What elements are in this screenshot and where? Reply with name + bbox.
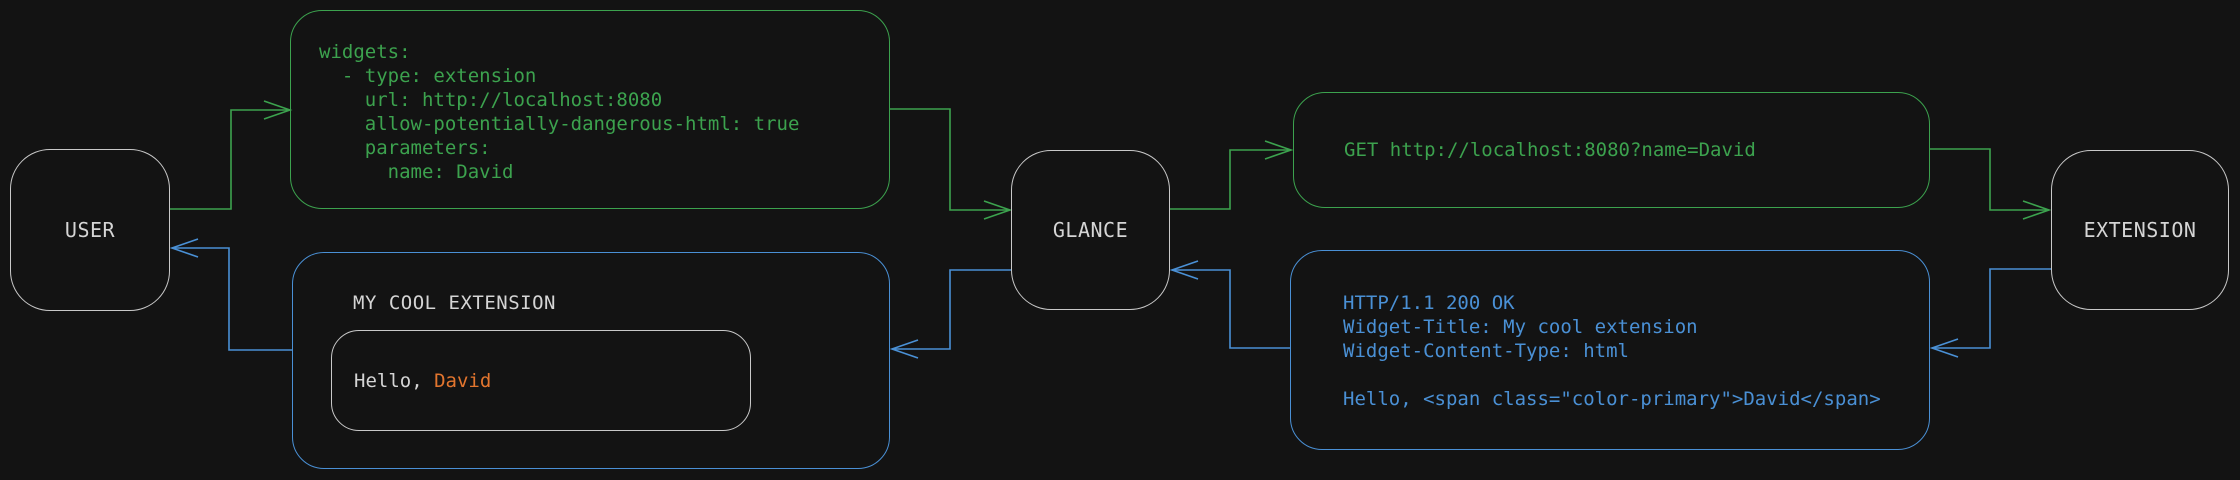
arrow-glance-to-request <box>1170 140 1294 210</box>
node-user: USER <box>10 149 170 311</box>
widget-preview-box: Hello, David <box>331 330 751 431</box>
http-request-box: GET http://localhost:8080?name=David <box>1293 92 1930 208</box>
rendered-widget-box: MY COOL EXTENSION Hello, David <box>292 252 890 469</box>
http-response-line: HTTP/1.1 200 OK <box>1343 292 1515 314</box>
yaml-config-line: allow-potentially-dangerous-html: true <box>319 113 800 135</box>
arrow-widget-to-user <box>169 238 292 351</box>
widget-title: MY COOL EXTENSION <box>353 292 556 314</box>
node-glance-label: GLANCE <box>1052 218 1129 242</box>
node-extension: EXTENSION <box>2051 150 2229 310</box>
arrow-extension-to-response <box>1929 268 2051 358</box>
arrow-config-to-glance <box>890 108 1013 220</box>
yaml-config-line: url: http://localhost:8080 <box>319 89 663 111</box>
http-response-line: Widget-Title: My cool extension <box>1343 316 1698 338</box>
http-request-line: GET http://localhost:8080?name=David <box>1344 139 1756 161</box>
http-response-line: Hello, <span class="color-primary">David… <box>1343 388 1881 410</box>
greeting-text: Hello, <box>354 369 435 392</box>
arrow-request-to-extension <box>1930 148 2052 220</box>
node-extension-label: EXTENSION <box>2083 218 2197 242</box>
arrow-response-to-glance <box>1169 260 1290 349</box>
yaml-config-line: widgets: <box>319 41 411 63</box>
yaml-config-line: name: David <box>319 161 514 183</box>
http-response-box: HTTP/1.1 200 OK Widget-Title: My cool ex… <box>1290 250 1930 450</box>
http-response-line <box>1343 363 1929 387</box>
greeting-name: David <box>434 369 492 392</box>
arrow-user-to-config <box>170 100 293 210</box>
http-response-line: Widget-Content-Type: html <box>1343 340 1629 362</box>
yaml-config-box: widgets: - type: extension url: http://l… <box>290 10 890 209</box>
node-glance: GLANCE <box>1011 150 1170 310</box>
arrow-glance-to-widget <box>889 269 1011 359</box>
node-user-label: USER <box>64 218 116 242</box>
yaml-config-line: - type: extension <box>319 65 537 87</box>
yaml-config-line: parameters: <box>319 137 491 159</box>
